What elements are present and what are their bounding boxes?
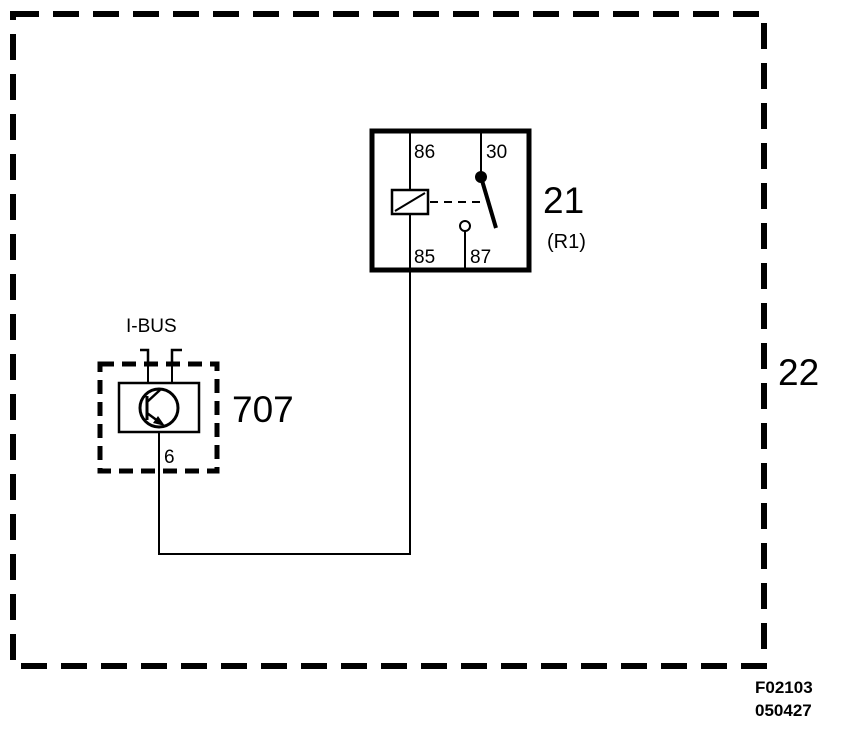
transistor-arrow bbox=[153, 416, 165, 426]
figure-code: F02103 bbox=[755, 678, 813, 697]
pin-86-label: 86 bbox=[414, 142, 435, 163]
pin-85-label: 85 bbox=[414, 247, 435, 268]
outer-boundary-label: 22 bbox=[778, 352, 819, 393]
coil-diagonal bbox=[394, 192, 426, 212]
relay-label: 21 bbox=[543, 180, 584, 221]
contact-87 bbox=[459, 220, 471, 232]
ibus-label: I-BUS bbox=[126, 316, 177, 337]
pin-6-label: 6 bbox=[164, 447, 175, 468]
outer-boundary-22 bbox=[10, 11, 767, 669]
pin-87-label: 87 bbox=[470, 247, 491, 268]
switch-arm bbox=[479, 176, 498, 229]
ibus-connector-right bbox=[170, 348, 182, 364]
module-label: 707 bbox=[232, 389, 294, 430]
relay-sublabel: (R1) bbox=[547, 231, 586, 253]
relay-21: 86 30 85 87 bbox=[369, 128, 532, 273]
control-module-707: 6 bbox=[97, 348, 220, 474]
ibus-connector-left bbox=[140, 348, 150, 364]
wire-6-to-85 bbox=[158, 270, 411, 555]
pin-30-label: 30 bbox=[486, 142, 507, 163]
figure-date-code: 050427 bbox=[755, 701, 812, 720]
transistor-collector bbox=[146, 389, 161, 403]
